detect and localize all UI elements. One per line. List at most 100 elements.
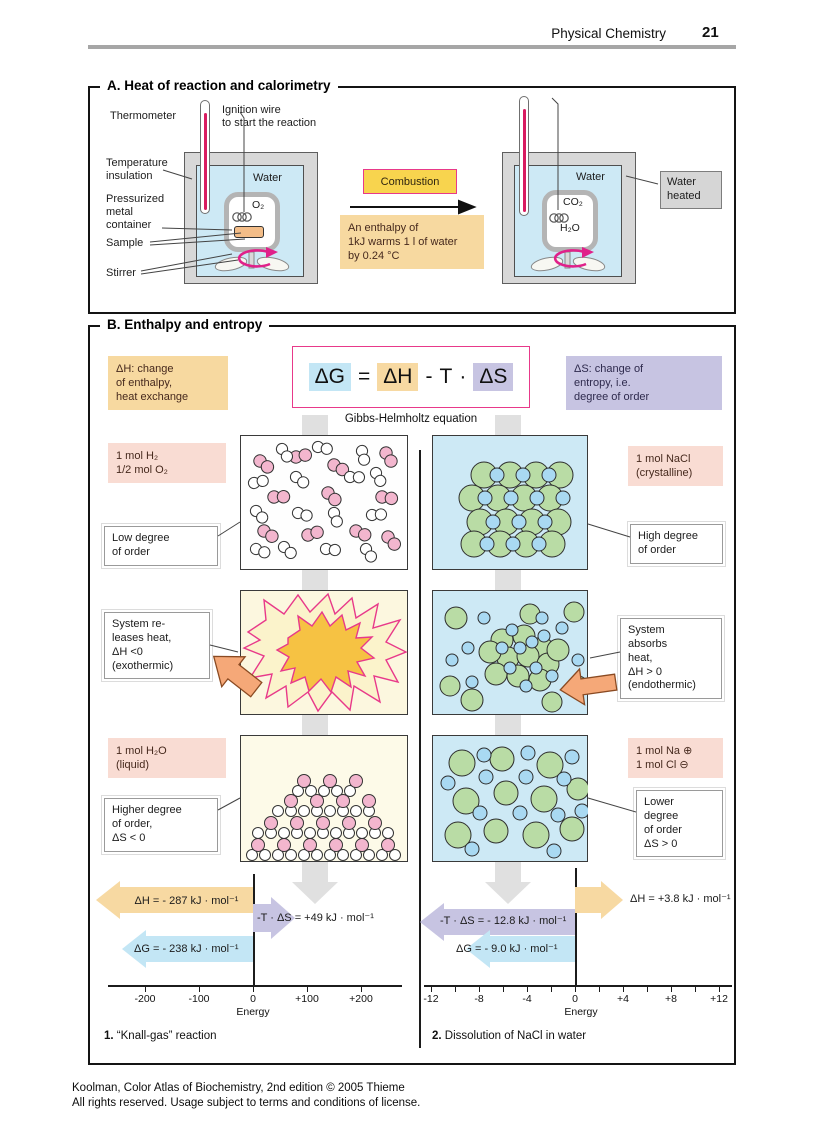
liquid-water-graphic — [246, 774, 401, 861]
axis-tick-label: -100 — [188, 993, 210, 1005]
axis-tick — [623, 986, 625, 992]
dg-arrow-left — [146, 936, 253, 962]
water-label-right: Water — [576, 171, 605, 183]
higher-order-callout: Higher degree of order, ΔS < 0 — [101, 795, 221, 855]
tds-arrow-left — [253, 904, 271, 932]
axis-tick-label: -200 — [134, 993, 156, 1005]
flow-arrowhead-right — [485, 882, 531, 904]
nacl-reactant-box: 1 mol NaCl (crystalline) — [628, 446, 723, 487]
caption-number: 2. — [432, 1030, 442, 1042]
dh-arrow-right — [575, 887, 601, 913]
flow-arrowhead-left — [292, 882, 338, 904]
equation-caption: Gibbs-Helmholtz equation — [344, 413, 478, 425]
ignition-coil-right-icon — [549, 213, 569, 223]
co2-label: CO₂ — [563, 196, 583, 208]
caption-knallgas: 1. “Knall-gas” reaction — [104, 1030, 217, 1042]
column-divider — [419, 450, 421, 1048]
axis-tick — [361, 986, 363, 992]
eq-dh: ΔH — [377, 363, 419, 391]
pressurized-container-label: Pressurized metal container — [106, 193, 165, 231]
axis-label-energy-left: Energy — [236, 1006, 270, 1018]
axis-tick-label: -4 — [522, 993, 532, 1005]
tds-value-left: -T · ΔS = +49 kJ · mol⁻¹ — [257, 912, 374, 924]
flow-arrow-right-4 — [495, 860, 521, 882]
enthalpy-note: An enthalpy of 1kJ warms 1 l of water by… — [340, 215, 484, 270]
axis-tick-label: +4 — [617, 993, 629, 1005]
na-cl-ions-box: 1 mol Na ⊕ 1 mol Cl ⊖ — [628, 738, 723, 779]
axis-tick-label: -12 — [423, 993, 439, 1005]
zero-line-right — [575, 868, 577, 985]
axis-tick — [479, 986, 481, 992]
ignition-wire-label: Ignition wire to start the reaction — [222, 104, 317, 129]
panel-a-frame — [88, 86, 736, 314]
stirrer-label: Stirrer — [106, 267, 136, 279]
axis-tick-label: +200 — [349, 993, 373, 1005]
eq-ds: ΔS — [473, 363, 514, 391]
ignition-coil-icon — [232, 212, 252, 222]
dh-arrow-left: ΔH = - 287 kJ · mol⁻¹ — [120, 887, 253, 913]
axis-tick — [503, 986, 505, 992]
thermometer-left — [200, 100, 210, 214]
axis-tick — [431, 986, 433, 992]
thermometer-label: Thermometer — [110, 110, 177, 122]
low-order-callout: Low degree of order — [101, 523, 221, 569]
dg-arrow-right — [490, 936, 575, 962]
water-label-left: Water — [253, 172, 282, 184]
axis-tick — [253, 986, 255, 992]
ds-note-box: ΔS: change of entropy, i.e. degree of or… — [566, 356, 722, 411]
heat-absorb-arrow — [559, 667, 618, 706]
tds-arrowhead-left — [271, 897, 295, 939]
eq-t: T — [439, 365, 453, 388]
page-number: 21 — [702, 24, 719, 41]
liquid-water-box — [240, 735, 408, 862]
axis-tick — [455, 986, 457, 992]
o2-label: O₂ — [252, 199, 265, 211]
absorbs-heat-callout: System absorbs heat, ΔH > 0 (endothermic… — [617, 614, 725, 703]
tds-arrow-right — [444, 909, 575, 935]
tds-value-right: -T · ΔS = - 12.8 kJ · mol⁻¹ — [440, 915, 567, 927]
dissolved-ions-graphic — [440, 745, 588, 859]
caption-text: Dissolution of NaCl in water — [444, 1030, 587, 1042]
dh-value-right: ΔH = +3.8 kJ · mol⁻¹ — [630, 893, 731, 905]
page-header-title: Physical Chemistry — [551, 26, 666, 41]
h2-o2-reactants-box: 1 mol H₂ 1/2 mol O₂ — [108, 443, 226, 484]
nacl-crystal-graphic — [458, 461, 574, 558]
tds-arrowhead-right — [420, 903, 444, 941]
panel-b-frame — [88, 325, 736, 1065]
gibbs-helmholtz-equation: ΔG = ΔH - T · ΔS — [292, 346, 530, 408]
panel-a-title: A. Heat of reaction and calorimetry — [100, 78, 338, 93]
footer-license: All rights reserved. Usage subject to te… — [72, 1097, 421, 1109]
stirrer-right-icon — [530, 247, 606, 272]
releases-heat-callout: System re- leases heat, ΔH <0 (exothermi… — [101, 608, 213, 683]
dg-arrowhead-right — [466, 930, 490, 968]
combustion-box: Combustion — [363, 169, 457, 194]
axis-tick-label: +100 — [295, 993, 319, 1005]
temperature-insulation-label: Temperature insulation — [106, 157, 168, 182]
header-rule — [88, 45, 736, 49]
dg-arrowhead-left — [122, 930, 146, 968]
axis-tick-label: +12 — [710, 993, 728, 1005]
axis-right — [424, 985, 732, 987]
axis-tick — [307, 986, 309, 992]
high-order-callout: High degree of order — [627, 521, 726, 567]
lower-order-callout: Lower degree of order ΔS > 0 — [633, 786, 726, 861]
caption-text: “Knall-gas” reaction — [116, 1030, 217, 1042]
dh-note-box: ΔH: change of enthalpy, heat exchange — [108, 356, 228, 411]
axis-tick — [145, 986, 147, 992]
explosion-graphic — [242, 592, 408, 713]
dg-value-left: ΔG = - 238 kJ · mol⁻¹ — [134, 943, 239, 955]
caption-number: 1. — [104, 1030, 114, 1042]
sample-label: Sample — [106, 237, 144, 249]
axis-tick — [527, 986, 529, 992]
axis-tick-label: +8 — [665, 993, 677, 1005]
axis-tick — [671, 986, 673, 992]
eq-dg: ΔG — [308, 363, 352, 391]
gas-molecules-graphic — [245, 437, 405, 565]
axis-tick-label: 0 — [572, 993, 578, 1005]
dh-arrowhead-right — [601, 881, 623, 919]
h2o-product-box: 1 mol H₂O (liquid) — [108, 738, 226, 779]
axis-tick — [599, 986, 601, 992]
dg-value-right: ΔG = - 9.0 kJ · mol⁻¹ — [456, 943, 558, 955]
heat-release-arrow — [212, 655, 263, 698]
